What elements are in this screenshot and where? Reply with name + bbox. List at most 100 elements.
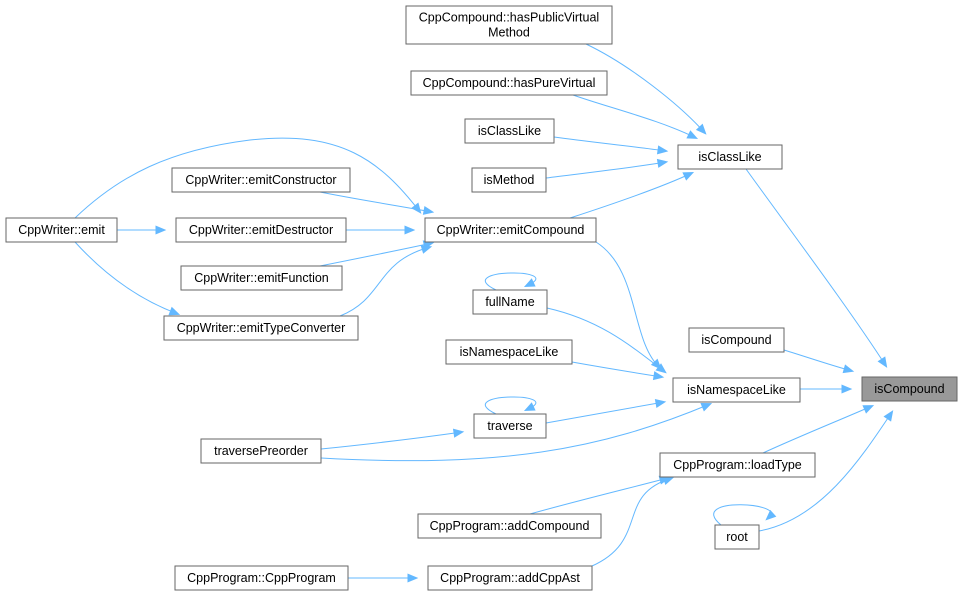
edge-traversePreorder-to-isNamespaceLike: [320, 403, 713, 462]
edge-line: [485, 396, 537, 415]
edge-line: [485, 272, 537, 291]
arrowhead: [407, 573, 419, 583]
arrowhead: [682, 172, 695, 181]
edge-isClassLike_small-to-isClassLike: [553, 136, 669, 155]
node-CppProgram[interactable]: CppProgram::CppProgram: [174, 565, 349, 591]
node-box: [200, 438, 322, 464]
node-isMethod[interactable]: isMethod: [471, 167, 547, 193]
edge-root-to-root: [713, 504, 777, 526]
arrowhead: [404, 225, 416, 235]
node-box: [175, 217, 347, 243]
node-label: isCompound: [701, 333, 771, 347]
arrowhead: [452, 428, 465, 438]
node-label: CppProgram::addCppAst: [440, 571, 580, 585]
arrowhead: [877, 356, 888, 368]
arrowhead: [842, 364, 855, 374]
node-hasPureVirtual[interactable]: CppCompound::hasPureVirtual: [410, 70, 608, 96]
node-box: [677, 144, 783, 170]
edge-fullName-to-fullName: [485, 272, 537, 291]
arrowhead: [523, 402, 536, 411]
edge-isClassLike-to-isCompound: [745, 168, 888, 368]
node-label: isCompound: [874, 382, 944, 396]
edge-loadType-to-isCompound: [762, 405, 875, 454]
node-label: Method: [488, 26, 530, 40]
arrowhead: [662, 476, 675, 486]
node-isNamespaceLike_small[interactable]: isNamespaceLike: [445, 339, 573, 365]
edge-emit-to-emitCompound: [74, 137, 422, 219]
edge-line: [546, 307, 666, 373]
node-box: [427, 565, 593, 591]
node-addCompound[interactable]: CppProgram::addCompound: [417, 513, 602, 539]
node-emitCompound[interactable]: CppWriter::emitCompound: [424, 217, 597, 243]
edge-hasPublicVirtualMethod-to-isClassLike: [585, 43, 707, 135]
node-root[interactable]: root: [714, 524, 760, 550]
node-label: isClassLike: [478, 124, 541, 138]
node-label: traverse: [487, 419, 532, 433]
node-box: [714, 524, 760, 550]
arrowhead: [422, 205, 435, 215]
node-label: isMethod: [484, 173, 535, 187]
edge-line: [529, 477, 669, 515]
node-box: [405, 5, 613, 45]
node-emitTypeConverter[interactable]: CppWriter::emitTypeConverter: [163, 315, 359, 341]
node-emitFunction[interactable]: CppWriter::emitFunction: [180, 265, 343, 291]
edge-line: [545, 401, 665, 424]
edge-CppProgram-to-addCppAst: [348, 573, 419, 583]
node-box: [171, 167, 351, 193]
node-label: CppProgram::CppProgram: [187, 571, 336, 585]
node-isClassLike_small[interactable]: isClassLike: [464, 118, 555, 144]
edge-emitCompound-to-isClassLike: [569, 172, 695, 219]
node-label: fullName: [485, 295, 534, 309]
edge-emitCompound-to-isNamespaceLike: [595, 241, 662, 370]
node-traversePreorder[interactable]: traversePreorder: [200, 438, 322, 464]
edges-layer: [74, 43, 894, 583]
node-box: [180, 265, 343, 291]
edge-emit-to-emitDestructor: [117, 225, 167, 235]
edge-emitTypeConverter-to-emitCompound: [339, 245, 433, 317]
arrowhead: [168, 306, 181, 316]
node-label: CppCompound::hasPureVirtual: [423, 76, 596, 90]
node-label: root: [726, 530, 748, 544]
edge-emitConstructor-to-emitCompound: [319, 191, 435, 215]
arrowhead: [883, 410, 894, 422]
arrowhead: [700, 403, 713, 412]
edge-emitFunction-to-emitCompound: [319, 240, 435, 267]
node-isNamespaceLike[interactable]: isNamespaceLike: [672, 377, 801, 403]
nodes-layer: CppCompound::hasPublicVirtualMethodCppCo…: [5, 5, 958, 591]
node-fullName[interactable]: fullName: [472, 289, 548, 315]
node-box: [688, 327, 785, 353]
node-label: CppWriter::emit: [18, 223, 105, 237]
node-isCompound_small[interactable]: isCompound: [688, 327, 785, 353]
edge-emit-to-emitTypeConverter: [74, 241, 181, 316]
edge-line: [553, 136, 667, 152]
node-box: [174, 565, 349, 591]
node-emit[interactable]: CppWriter::emit: [5, 217, 118, 243]
node-isCompound[interactable]: isCompound: [861, 376, 958, 402]
edge-line: [585, 43, 706, 134]
edge-line: [320, 431, 463, 450]
edge-addCppAst-to-loadType: [591, 476, 675, 567]
node-emitConstructor[interactable]: CppWriter::emitConstructor: [171, 167, 351, 193]
edge-line: [319, 242, 433, 267]
node-traverse[interactable]: traverse: [473, 413, 547, 439]
node-box: [471, 167, 547, 193]
node-box: [464, 118, 555, 144]
edge-emitDestructor-to-emitCompound: [346, 225, 416, 235]
edge-line: [762, 405, 873, 454]
node-addCppAst[interactable]: CppProgram::addCppAst: [427, 565, 593, 591]
edge-isMethod-to-isClassLike: [545, 158, 669, 179]
edge-line: [74, 241, 179, 315]
node-label: CppWriter::emitDestructor: [189, 223, 333, 237]
edge-fullName-to-isNamespaceLike: [546, 307, 667, 374]
node-label: CppProgram::addCompound: [430, 519, 590, 533]
node-loadType[interactable]: CppProgram::loadType: [659, 452, 816, 478]
arrowhead: [654, 398, 667, 408]
node-box: [472, 289, 548, 315]
node-emitDestructor[interactable]: CppWriter::emitDestructor: [175, 217, 347, 243]
arrowhead: [656, 158, 669, 168]
arrowhead: [411, 202, 422, 214]
node-box: [473, 413, 547, 439]
node-isClassLike[interactable]: isClassLike: [677, 144, 783, 170]
